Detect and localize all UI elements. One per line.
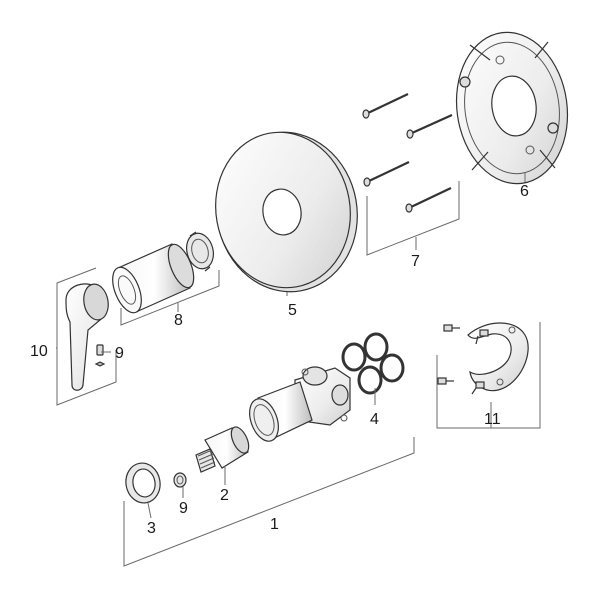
- bracket-screws: [437, 324, 489, 395]
- cartridge-ring: [125, 462, 161, 504]
- label-9-insert: 9: [179, 500, 188, 517]
- label-4: 4: [370, 411, 379, 428]
- label-3: 3: [147, 520, 156, 537]
- small-insert: [173, 472, 187, 488]
- cover-plate: [215, 131, 358, 293]
- label-6: 6: [520, 183, 529, 200]
- label-9-handle: 9: [115, 345, 124, 362]
- label-7: 7: [411, 253, 420, 270]
- screw-2: [406, 113, 453, 139]
- label-10: 10: [30, 343, 48, 360]
- support-bracket: [467, 322, 529, 392]
- lever-handle: [65, 283, 109, 391]
- label-2: 2: [220, 487, 229, 504]
- leader-lines: [56, 173, 541, 567]
- screw-3: [363, 161, 410, 187]
- sleeve-nut: [186, 231, 214, 272]
- label-8: 8: [174, 312, 183, 329]
- screw-4: [405, 187, 452, 213]
- mounting-plate: [455, 31, 569, 185]
- label-5: 5: [288, 302, 297, 319]
- cartridge: [195, 426, 250, 473]
- label-1: 1: [270, 516, 279, 533]
- grub-screw: [94, 344, 106, 367]
- label-11: 11: [484, 411, 501, 428]
- wall-screws: [362, 93, 453, 213]
- screw-1: [362, 93, 409, 119]
- handle-sleeve: [112, 243, 195, 314]
- valve-body: [249, 366, 351, 442]
- o-rings: [341, 332, 405, 395]
